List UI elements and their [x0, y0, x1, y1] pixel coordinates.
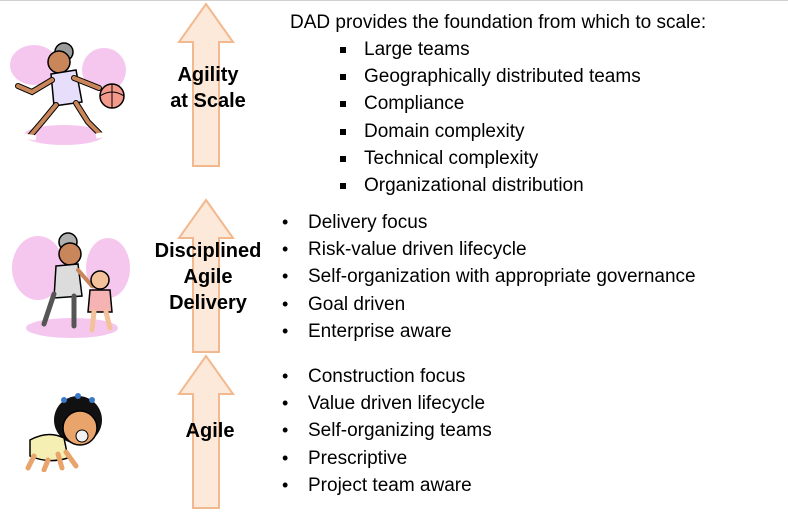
level-label-line: Agility: [177, 64, 239, 86]
level-label-line: Delivery: [169, 292, 247, 314]
list-item: Compliance: [335, 90, 641, 117]
scale-heading: DAD provides the foundation from which t…: [290, 12, 707, 33]
list-item: Domain complexity: [335, 118, 641, 145]
level-label-line: Agile: [185, 420, 235, 442]
arrow-up-disciplined-agile-delivery: [177, 198, 235, 353]
agile-point-list: Construction focus Value driven lifecycl…: [278, 363, 492, 499]
scale-point-list: Large teams Geographically distributed t…: [335, 36, 641, 199]
list-item: Enterprise aware: [278, 318, 696, 345]
crawling-baby-icon: [25, 393, 102, 472]
list-item: Construction focus: [278, 363, 492, 390]
list-item: Self-organizing teams: [278, 417, 492, 444]
arrow-up-agility-at-scale: [177, 2, 235, 167]
list-item: Goal driven: [278, 291, 696, 318]
level-label-line: Disciplined: [154, 240, 262, 262]
level-label-agility-at-scale: Agility at Scale: [146, 62, 270, 114]
list-item: Organizational distribution: [335, 172, 641, 199]
list-item: Prescriptive: [278, 445, 492, 472]
adult-helping-toddler-walk-icon: [12, 232, 130, 338]
list-item: Large teams: [335, 36, 641, 63]
list-item: Project team aware: [278, 472, 492, 499]
list-item: Self-organization with appropriate gover…: [278, 263, 696, 290]
top-divider: [0, 0, 788, 1]
dad-point-list: Delivery focus Risk-value driven lifecyc…: [278, 209, 696, 345]
level-label-line: Agile: [183, 266, 233, 288]
level-label-agile: Agile: [150, 418, 270, 444]
list-item: Geographically distributed teams: [335, 63, 641, 90]
list-item: Delivery focus: [278, 209, 696, 236]
girl-dribbling-basketball-icon: [10, 42, 126, 145]
list-item: Technical complexity: [335, 145, 641, 172]
arrow-up-agile: [177, 354, 235, 509]
list-item: Value driven lifecycle: [278, 390, 492, 417]
level-label-line: at Scale: [170, 90, 246, 112]
level-label-disciplined-agile-delivery: Disciplined Agile Delivery: [140, 238, 276, 316]
list-item: Risk-value driven lifecycle: [278, 236, 696, 263]
